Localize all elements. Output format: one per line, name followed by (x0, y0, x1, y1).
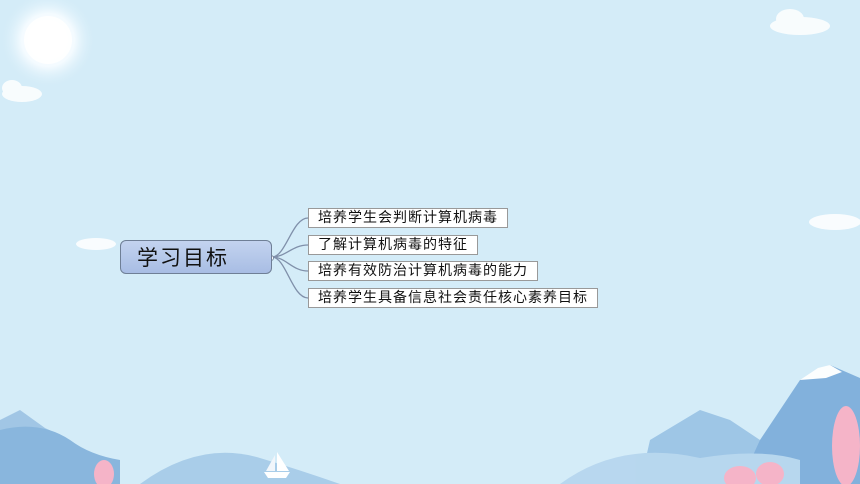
child-label: 培养学生会判断计算机病毒 (318, 210, 498, 226)
mindmap-child-node[interactable]: 培养有效防治计算机病毒的能力 (308, 261, 538, 281)
mindmap-child-node[interactable]: 培养学生会判断计算机病毒 (308, 208, 508, 228)
cloud-icon (2, 9, 860, 250)
mindmap-connectors (271, 217, 309, 299)
mountains (0, 365, 860, 484)
child-label: 了解计算机病毒的特征 (318, 237, 468, 253)
pink-trees (94, 406, 860, 484)
mindmap-child-node[interactable]: 培养学生具备信息社会责任核心素养目标 (308, 288, 598, 308)
root-label: 学习目标 (137, 246, 229, 270)
child-label: 培养学生具备信息社会责任核心素养目标 (318, 290, 588, 306)
mindmap-child-node[interactable]: 了解计算机病毒的特征 (308, 235, 478, 255)
sailboat-icon (264, 452, 290, 478)
mindmap-root-node[interactable]: 学习目标 (120, 240, 272, 274)
child-label: 培养有效防治计算机病毒的能力 (318, 263, 528, 279)
